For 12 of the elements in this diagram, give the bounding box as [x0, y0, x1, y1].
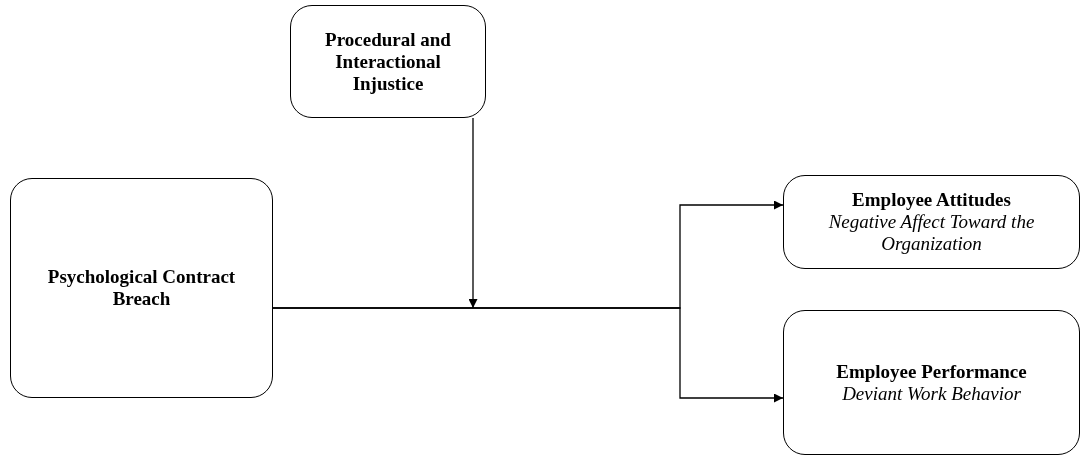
- box-heading: Employee Performance: [835, 360, 1028, 383]
- box-heading: Psychological Contract Breach: [46, 266, 237, 310]
- arrow: [272, 307, 784, 403]
- box-subtext: Deviant Work Behavior: [841, 382, 1022, 405]
- rounded-box: [290, 5, 486, 118]
- arrow: [468, 117, 478, 309]
- rounded-box: [783, 175, 1080, 269]
- box-heading: Employee Attitudes: [851, 189, 1012, 211]
- rounded-box: [10, 178, 273, 398]
- rounded-box: [783, 310, 1080, 455]
- box-heading: Procedural and Interactional Injustice: [324, 28, 452, 95]
- box-subtext: Negative Affect Toward the Organization: [827, 211, 1036, 255]
